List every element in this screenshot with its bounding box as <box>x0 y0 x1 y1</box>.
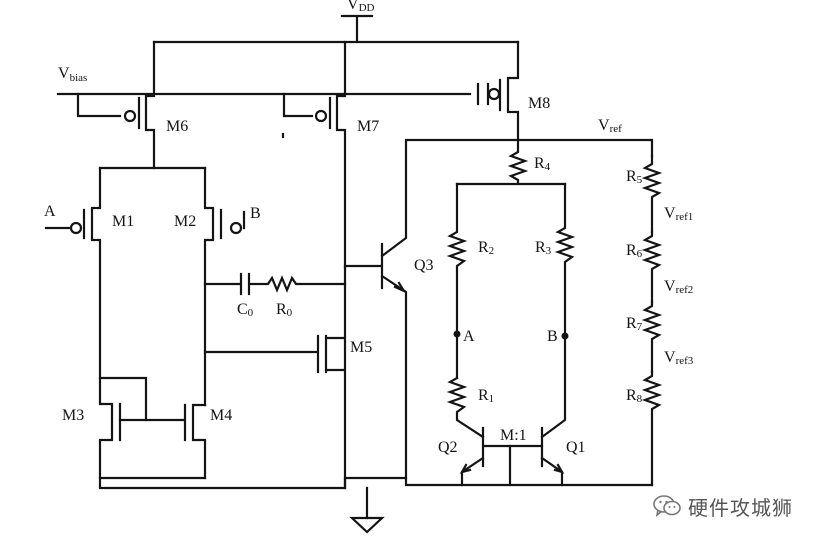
transistor-m6 <box>76 40 156 170</box>
resistor-r7 <box>641 300 663 374</box>
label-r1: R1 <box>478 387 494 405</box>
label-c0: C0 <box>237 301 254 319</box>
label-q2: Q2 <box>438 439 458 456</box>
transistor-m4 <box>118 403 207 480</box>
label-node-a: A <box>463 328 475 345</box>
vref-line <box>516 138 654 158</box>
label-node-b: B <box>547 328 558 345</box>
resistor-r3 <box>540 182 576 439</box>
label-q3: Q3 <box>414 257 434 274</box>
label-input-b: B <box>250 205 261 222</box>
supply-rail <box>152 14 520 44</box>
transistor-m5 <box>203 266 347 490</box>
label-input-a: A <box>44 203 56 220</box>
label-vbias: Vbias <box>58 65 87 84</box>
label-r2: R2 <box>478 239 494 257</box>
label-r4: R4 <box>534 155 551 173</box>
label-q1: Q1 <box>566 439 586 456</box>
bjt-q2 <box>459 426 544 487</box>
resistor-r2 <box>446 182 468 380</box>
label-m3: M3 <box>62 407 84 424</box>
label-vref3: Vref3 <box>664 349 694 367</box>
transistor-m8 <box>487 40 520 142</box>
resistor-r8 <box>641 370 663 487</box>
label-r6: R6 <box>626 242 643 260</box>
label-m7: M7 <box>357 118 379 135</box>
compensation-network <box>203 272 347 296</box>
watermark-text: 硬件攻城狮 <box>688 495 793 520</box>
bjt-q3 <box>343 138 520 480</box>
resistor-r5 <box>641 154 663 234</box>
label-ratio: M:1 <box>500 427 527 444</box>
label-m4: M4 <box>210 407 232 424</box>
resistor-r6 <box>641 230 663 304</box>
resistor-r4 <box>455 138 567 186</box>
label-r5: R5 <box>626 168 643 186</box>
transistor-m2 <box>203 166 246 407</box>
label-r3: R3 <box>535 239 552 257</box>
node-b-dot <box>561 332 569 340</box>
transistor-m1 <box>44 166 102 380</box>
watermark: 硬件攻城狮 <box>652 492 793 520</box>
label-m2: M2 <box>174 213 196 230</box>
label-vref2: Vref2 <box>664 278 693 296</box>
ground-icon <box>349 516 385 534</box>
label-vref: Vref <box>598 117 622 135</box>
bjt-q1 <box>540 426 565 487</box>
resistor-r1 <box>446 376 485 439</box>
transistor-m3 <box>98 376 148 480</box>
label-m8: M8 <box>528 95 550 112</box>
label-vref1: Vref1 <box>664 205 693 223</box>
node-a-dot <box>453 330 461 338</box>
label-r0: R0 <box>276 301 293 319</box>
wechat-icon <box>653 495 681 517</box>
transistor-m7 <box>281 40 347 270</box>
label-m5: M5 <box>350 339 372 356</box>
ground-rail <box>98 476 654 520</box>
bias-line <box>56 82 490 106</box>
label-vdd: VDD <box>347 0 375 14</box>
label-r8: R8 <box>626 387 643 405</box>
label-m6: M6 <box>166 118 188 135</box>
label-m1: M1 <box>112 213 134 230</box>
label-r7: R7 <box>626 315 643 333</box>
